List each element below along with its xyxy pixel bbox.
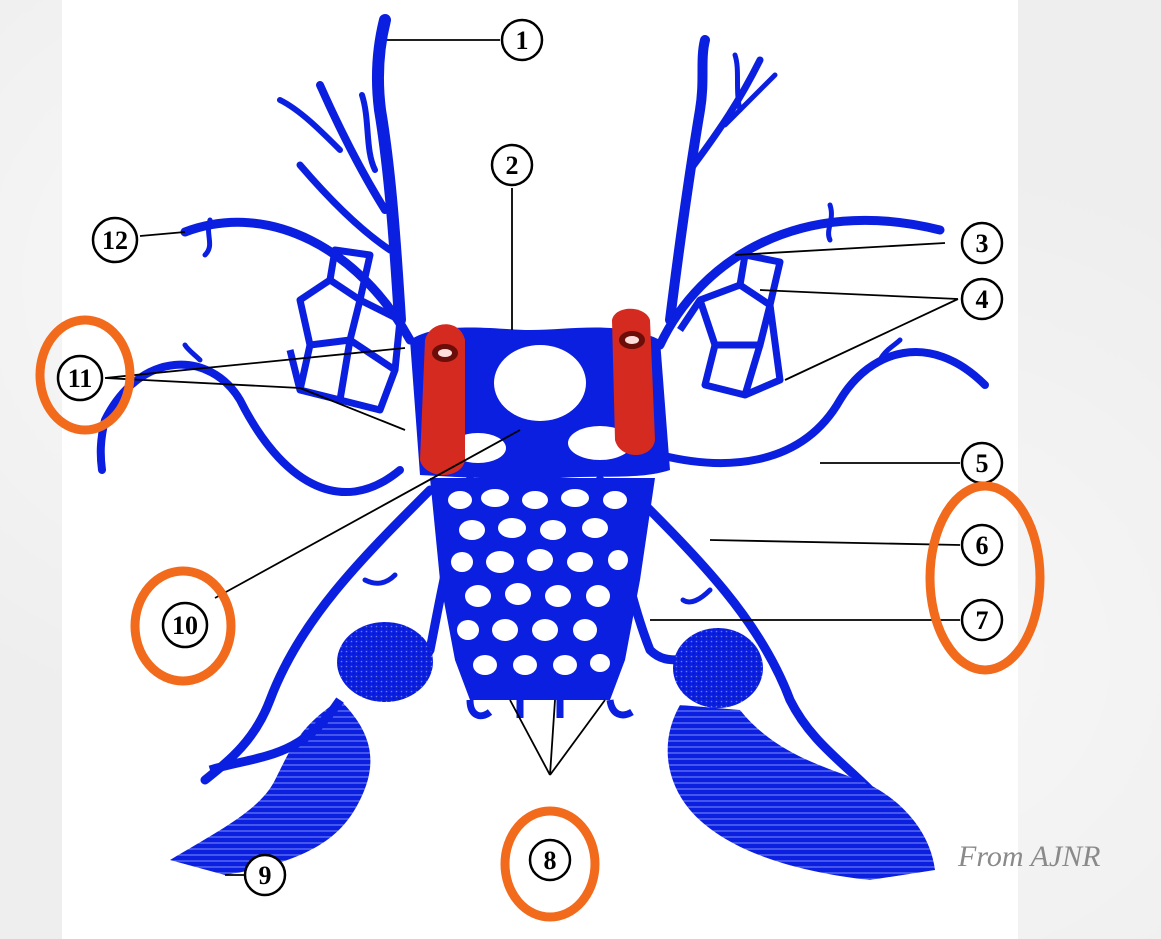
clival-plexus [430,478,655,718]
jugular-left [170,622,433,875]
jugular-bulb-left [337,622,433,702]
svg-text:7: 7 [976,606,989,635]
label-7: 7 [962,600,1002,640]
vein-11 [101,365,400,492]
vein-right-superior [670,40,705,320]
jugular-right [668,628,935,880]
label-9: 9 [245,855,285,895]
central-opening [494,345,586,421]
svg-text:3: 3 [976,229,989,258]
svg-text:10: 10 [172,611,198,640]
svg-text:6: 6 [976,531,989,560]
svg-text:9: 9 [259,861,272,890]
svg-text:4: 4 [976,285,989,314]
plexus-right [680,255,780,395]
svg-text:5: 5 [976,449,989,478]
source-credit: From AJNR [958,840,1101,874]
svg-text:8: 8 [544,846,557,875]
vein-3-branch [829,205,832,240]
label-1: 1 [502,20,542,60]
plexus-left [290,250,400,410]
carotid-left [420,324,465,475]
svg-text:1: 1 [516,26,529,55]
label-4: 4 [962,279,1002,319]
label-11: 11 [58,356,102,400]
label-5: 5 [962,443,1002,483]
label-8: 8 [530,840,570,880]
vein-11-branch [185,345,200,360]
carotid-right [612,309,655,455]
vein-1 [378,20,400,320]
label-12: 12 [93,218,137,262]
vein-6-left-branch [365,575,395,583]
vein-6-right-branch [683,590,710,602]
vein-1-branch-3 [362,95,375,170]
label-2: 2 [492,145,532,185]
svg-text:12: 12 [102,226,128,255]
highlight-ring-6-7 [930,486,1040,670]
label-10: 10 [163,603,207,647]
jugular-bulb-right [673,628,763,708]
label-3: 3 [962,223,1002,263]
label-6: 6 [962,525,1002,565]
svg-text:2: 2 [506,151,519,180]
svg-text:11: 11 [68,364,93,393]
